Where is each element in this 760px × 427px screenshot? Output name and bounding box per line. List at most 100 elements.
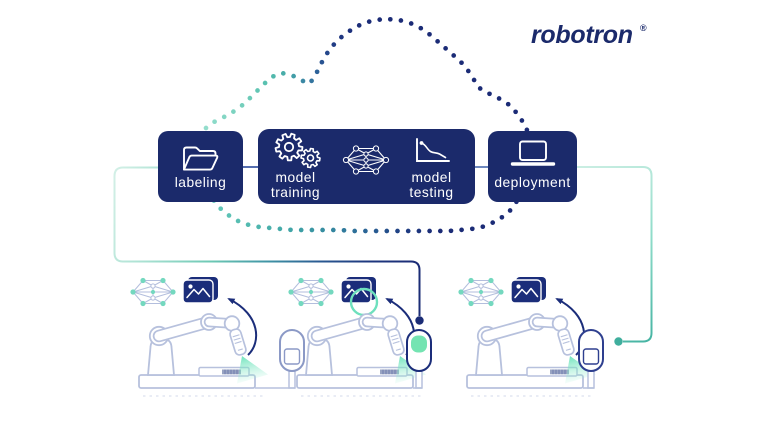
cloud-dot bbox=[480, 224, 486, 230]
cloud-dot bbox=[373, 228, 379, 234]
deployment-loop-to-robot3 bbox=[577, 166, 653, 346]
cloud-dot bbox=[519, 118, 525, 123]
cloud-dot bbox=[203, 125, 209, 131]
hub-mesh bbox=[342, 145, 390, 175]
robot-stations bbox=[130, 277, 604, 397]
cloud-dot bbox=[363, 228, 368, 234]
cloud-dot bbox=[324, 50, 330, 56]
cloud-dot bbox=[262, 80, 268, 86]
cloud-dot bbox=[435, 39, 440, 44]
deployment-line bbox=[577, 166, 653, 343]
pendant-screen bbox=[582, 348, 600, 365]
cloud-dot bbox=[437, 228, 443, 234]
cloud-dot bbox=[513, 109, 518, 115]
robot-station-1 bbox=[130, 277, 305, 397]
neural-network-icon bbox=[458, 277, 504, 307]
cloud-dot bbox=[505, 101, 511, 107]
cloud-dot bbox=[280, 71, 286, 76]
cloud-dot bbox=[288, 227, 293, 233]
stage-label-model-training-1: model bbox=[275, 170, 315, 185]
pendant-screen-active bbox=[411, 335, 427, 353]
cloud-dot bbox=[471, 77, 477, 83]
camera-light-cone bbox=[237, 356, 268, 384]
neural-network-icon bbox=[342, 145, 390, 175]
image-stack-icon bbox=[510, 277, 546, 304]
cloud-dot bbox=[366, 19, 372, 24]
neural-network-icon bbox=[288, 277, 334, 307]
cloud-dot bbox=[330, 227, 336, 233]
feedback-endpoint-dot bbox=[415, 316, 424, 325]
cloud-dot bbox=[231, 109, 236, 114]
pipeline: labeling model training model testing de… bbox=[158, 129, 577, 204]
cloud-dot bbox=[408, 21, 414, 26]
cloud-dot bbox=[309, 227, 315, 233]
cloud-dot bbox=[277, 226, 283, 232]
workpiece bbox=[380, 369, 399, 375]
cloud-dot bbox=[405, 228, 411, 234]
feedback-loop-labeling-to-robot2 bbox=[113, 166, 424, 325]
loss-curve-icon bbox=[416, 138, 450, 162]
pendant-body bbox=[578, 329, 604, 372]
cloud-dot bbox=[314, 69, 320, 75]
capture-arrow bbox=[227, 298, 258, 356]
laptop-icon bbox=[510, 140, 556, 166]
gears-icon bbox=[274, 132, 321, 169]
logo: robotron ® bbox=[531, 21, 647, 49]
robot-station-2 bbox=[288, 277, 432, 397]
cloud-dot bbox=[245, 222, 251, 228]
cloud-dot bbox=[218, 206, 224, 212]
cloud-dot bbox=[377, 17, 383, 22]
stage-training-testing: model training model testing bbox=[258, 129, 475, 204]
cloud-dot bbox=[384, 228, 390, 234]
robot-arm bbox=[138, 313, 268, 389]
pendant-screen bbox=[283, 348, 301, 365]
cloud-dot bbox=[459, 227, 464, 233]
cloud-dot bbox=[298, 227, 304, 233]
stage-label-deployment: deployment bbox=[494, 175, 570, 190]
cloud-dot bbox=[266, 225, 272, 231]
cloud-dot bbox=[459, 60, 464, 66]
cloud-dot bbox=[487, 91, 492, 97]
cloud-dot bbox=[418, 25, 424, 31]
cloud-dot bbox=[469, 226, 475, 232]
stage-label-model-training-2: training bbox=[271, 185, 320, 200]
cloud-dot bbox=[448, 228, 454, 234]
cloud-dot bbox=[239, 103, 245, 108]
cloud-dot bbox=[398, 18, 404, 23]
logo-text: robotron bbox=[531, 21, 633, 49]
teach-pendant bbox=[255, 329, 305, 389]
cloud-dot bbox=[320, 227, 325, 233]
camera-end-effector bbox=[387, 328, 405, 356]
camera-end-effector bbox=[229, 328, 247, 356]
stage-label-labeling: labeling bbox=[175, 175, 227, 190]
stage-label-model-testing-1: model bbox=[411, 170, 451, 185]
cloud-dot bbox=[499, 214, 505, 220]
robot-station-3 bbox=[458, 277, 604, 397]
camera-end-effector bbox=[557, 328, 575, 356]
stage-labeling: labeling bbox=[158, 131, 243, 202]
cloud-dot bbox=[490, 220, 496, 225]
cloud-dot bbox=[451, 53, 457, 58]
stage-box bbox=[488, 131, 577, 202]
teach-pendant bbox=[406, 329, 432, 389]
feedback-line bbox=[113, 166, 421, 316]
cloud-dot bbox=[212, 119, 217, 125]
cloud-dot bbox=[221, 114, 227, 120]
cloud-dot bbox=[247, 95, 253, 101]
registered-trademark: ® bbox=[640, 23, 647, 33]
cloud-dot bbox=[395, 228, 400, 234]
cloud-dot bbox=[443, 46, 448, 51]
cloud-dot bbox=[496, 96, 502, 101]
cloud-dot bbox=[507, 208, 513, 213]
cloud-dot bbox=[331, 42, 337, 47]
stage-label-model-testing-2: testing bbox=[409, 185, 453, 200]
workpiece bbox=[550, 369, 569, 375]
pendant-body bbox=[279, 329, 305, 372]
cloud-dot bbox=[352, 228, 358, 234]
cloud-dot bbox=[387, 16, 393, 22]
cloud-dot bbox=[309, 78, 314, 84]
image-stack-icon bbox=[182, 277, 218, 304]
open-folder-icon bbox=[183, 146, 219, 171]
cloud-dot bbox=[427, 228, 432, 234]
